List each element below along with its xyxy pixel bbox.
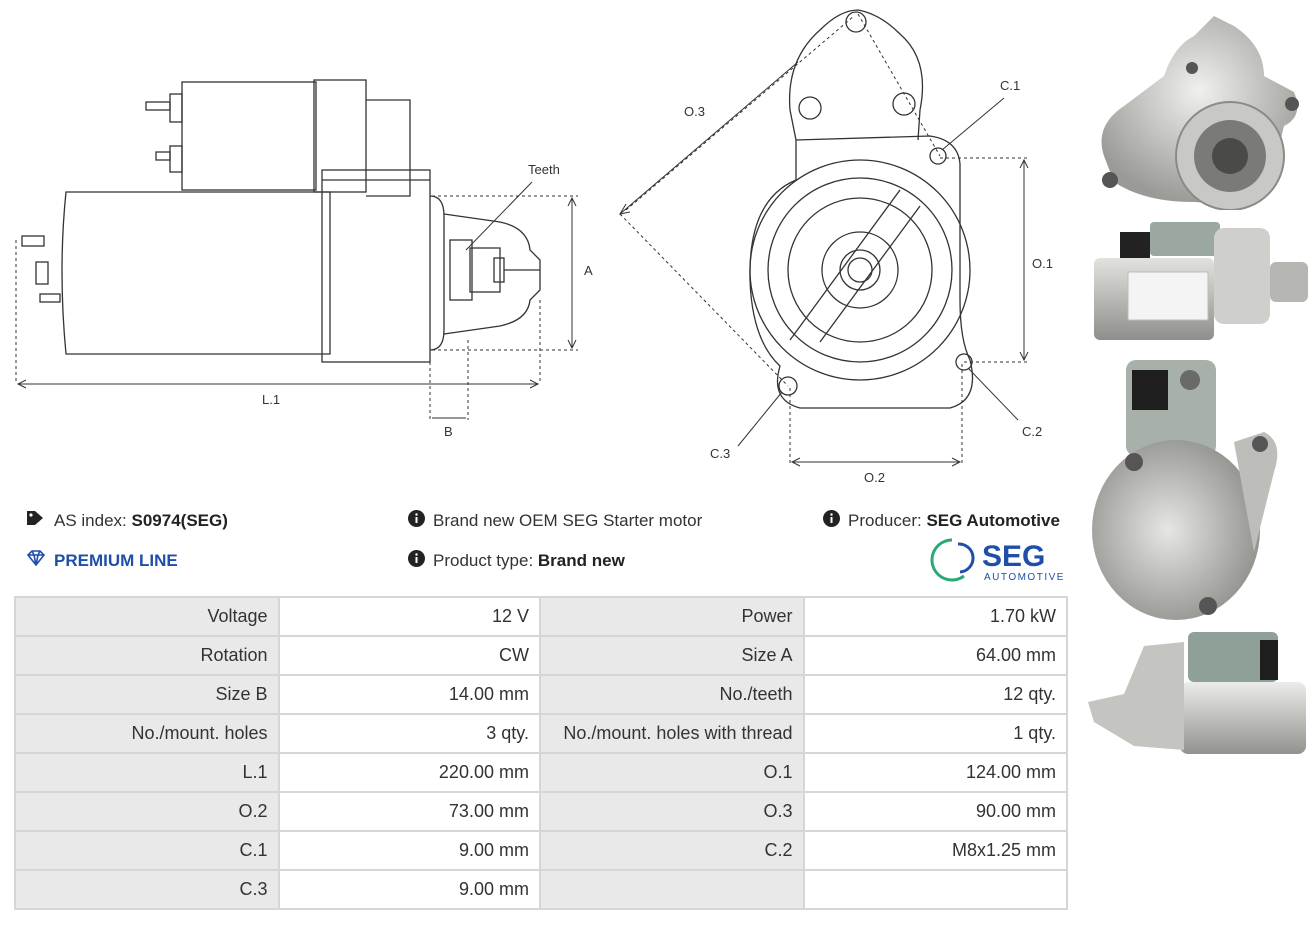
description-row: Brand new OEM SEG Starter motor xyxy=(408,510,702,532)
spec-value: 3 qty. xyxy=(277,713,541,754)
spec-label xyxy=(538,869,805,910)
spec-value: 12 qty. xyxy=(802,674,1068,715)
starter-dimension-diagram: Teeth A L.1 B xyxy=(15,9,1053,485)
product-type-value: Brand new xyxy=(537,551,625,570)
info-icon xyxy=(823,510,840,532)
product-description: Brand new OEM SEG Starter motor xyxy=(433,511,703,530)
info-icon xyxy=(408,550,425,572)
spec-label: Size B xyxy=(14,674,280,715)
spec-label: C.2 xyxy=(538,830,805,871)
as-index-value: S0974(SEG) xyxy=(131,510,228,530)
spec-label: No./teeth xyxy=(538,674,805,715)
producer-value: SEG Automotive xyxy=(926,511,1060,530)
product-photo-side-label[interactable] xyxy=(1084,212,1312,344)
product-type-label: Product type: xyxy=(433,551,534,570)
as-index-label: AS index: xyxy=(54,510,127,530)
spec-value: 73.00 mm xyxy=(277,791,541,832)
spec-label: O.2 xyxy=(14,791,280,832)
label-c3: C.3 xyxy=(710,446,730,461)
product-photo-front[interactable] xyxy=(1084,6,1312,210)
label-o1: O.1 xyxy=(1032,256,1053,271)
spec-value: 9.00 mm xyxy=(277,869,541,910)
spec-label: Power xyxy=(538,596,805,637)
spec-label: Rotation xyxy=(14,635,280,676)
tag-icon xyxy=(26,510,46,531)
svg-text:SEG: SEG xyxy=(982,540,1045,573)
spec-label: No./mount. holes xyxy=(14,713,280,754)
producer-label: Producer: xyxy=(848,511,922,530)
label-teeth: Teeth xyxy=(528,162,560,177)
label-o3: O.3 xyxy=(684,104,705,119)
label-o2: O.2 xyxy=(864,470,885,485)
spec-label: O.1 xyxy=(538,752,805,793)
spec-value: 64.00 mm xyxy=(802,635,1068,676)
spec-label: C.3 xyxy=(14,869,280,910)
spec-value: 90.00 mm xyxy=(802,791,1068,832)
spec-value: 9.00 mm xyxy=(277,830,541,871)
spec-value: 12 V xyxy=(277,596,541,637)
product-photos xyxy=(1084,0,1316,936)
info-icon xyxy=(408,510,425,532)
product-type-row: Product type: Brand new xyxy=(408,550,625,572)
technical-drawing: Teeth A L.1 B xyxy=(0,0,1080,500)
spec-value: 1 qty. xyxy=(802,713,1068,754)
product-photo-side[interactable] xyxy=(1084,626,1312,760)
spec-value: 1.70 kW xyxy=(802,596,1068,637)
diamond-icon xyxy=(26,550,46,571)
spec-label: L.1 xyxy=(14,752,280,793)
producer-row: Producer: SEG Automotive xyxy=(823,510,1060,532)
spec-value: 14.00 mm xyxy=(277,674,541,715)
label-b: B xyxy=(444,424,453,439)
label-c2: C.2 xyxy=(1022,424,1042,439)
premium-line-badge: PREMIUM LINE xyxy=(54,550,178,570)
as-index-row: AS index: S0974(SEG) xyxy=(26,510,228,531)
label-c1: C.1 xyxy=(1000,78,1020,93)
spec-value xyxy=(802,869,1068,910)
product-photo-rear[interactable] xyxy=(1084,352,1312,624)
spec-label: No./mount. holes with thread xyxy=(538,713,805,754)
premium-row: PREMIUM LINE xyxy=(26,550,178,571)
spec-value: M8x1.25 mm xyxy=(802,830,1068,871)
spec-label: C.1 xyxy=(14,830,280,871)
label-a: A xyxy=(584,263,593,278)
label-l1: L.1 xyxy=(262,392,280,407)
spec-label: Voltage xyxy=(14,596,280,637)
spec-label: Size A xyxy=(538,635,805,676)
spec-value: 124.00 mm xyxy=(802,752,1068,793)
seg-automotive-logo: SEG AUTOMOTIVE xyxy=(930,536,1070,584)
spec-label: O.3 xyxy=(538,791,805,832)
svg-text:AUTOMOTIVE: AUTOMOTIVE xyxy=(984,572,1065,583)
spec-value: 220.00 mm xyxy=(277,752,541,793)
spec-value: CW xyxy=(277,635,541,676)
